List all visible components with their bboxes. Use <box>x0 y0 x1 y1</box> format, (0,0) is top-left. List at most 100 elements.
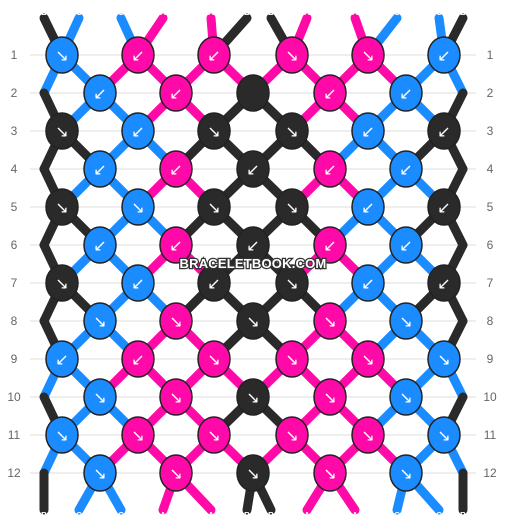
row-label-left: 2 <box>11 86 18 100</box>
knot-arrow-icon: ↘ <box>323 312 336 331</box>
knot-arrow-icon: ↘ <box>399 464 412 483</box>
knot: ↘ <box>389 302 423 340</box>
row-label-right: 10 <box>483 390 497 404</box>
knot: ↙ <box>351 264 385 302</box>
knot-arrow-icon: ↘ <box>399 312 412 331</box>
knot-arrow-icon: ↘ <box>169 388 182 407</box>
knot-oval <box>236 226 270 264</box>
knot-oval <box>275 188 309 226</box>
knot-oval <box>313 226 347 264</box>
knot: ↘ <box>313 454 347 492</box>
knot: ↘ <box>197 416 231 454</box>
row-label-left: 9 <box>11 352 18 366</box>
knot-oval <box>389 454 423 492</box>
knot-arrow-icon: ↘ <box>131 198 144 217</box>
knot-arrow-icon: ↘ <box>285 46 298 65</box>
knot: ↙ <box>159 74 193 112</box>
knot-arrow-icon: ↘ <box>207 426 220 445</box>
strand-label-bottom: C <box>76 511 82 520</box>
knot: ↙ <box>236 226 270 264</box>
knot: ↙ <box>351 112 385 150</box>
knot-arrow-icon: ↙ <box>207 46 220 65</box>
row-label-left: 10 <box>7 390 21 404</box>
knot-arrow-icon: ↘ <box>285 426 298 445</box>
knot-oval <box>389 302 423 340</box>
knot: ↘ <box>427 340 461 378</box>
strand-label-bottom: A <box>352 511 358 520</box>
knot-oval <box>313 302 347 340</box>
knot-oval <box>389 226 423 264</box>
strand-label-bottom: C <box>436 511 442 520</box>
knot: ↘ <box>83 302 117 340</box>
knot-arrow-icon: ↙ <box>437 122 450 141</box>
knot-arrow-icon: ↙ <box>246 160 259 179</box>
knot: ↘ <box>275 188 309 226</box>
knot: ↙ <box>197 264 231 302</box>
knot-arrow-icon: ↘ <box>169 312 182 331</box>
strand-label-bottom: B <box>460 511 466 520</box>
row-label-right: 1 <box>487 48 494 62</box>
knot-oval <box>197 112 231 150</box>
knot-arrow-icon: ↘ <box>55 46 68 65</box>
knot-oval <box>236 150 270 188</box>
knot: ↘ <box>121 188 155 226</box>
knot-oval <box>351 36 385 74</box>
knot: ↙ <box>389 226 423 264</box>
knot: ↘ <box>389 454 423 492</box>
knot-oval <box>197 36 231 74</box>
knot-arrow-icon: ↘ <box>169 464 182 483</box>
knot-oval <box>121 264 155 302</box>
strand-label-bottom: C <box>394 511 400 520</box>
knot-arrow-icon: ↙ <box>361 198 374 217</box>
knot-arrow-icon: ↘ <box>55 274 68 293</box>
knot-arrow-icon: ↙ <box>361 122 374 141</box>
row-label-right: 7 <box>487 276 494 290</box>
strand-label-top: B <box>268 8 274 17</box>
knot: ↙ <box>427 112 461 150</box>
knot: ↘ <box>83 454 117 492</box>
watermark: BRACELETBOOK.COM <box>180 256 327 271</box>
strand-label-bottom: A <box>208 511 214 520</box>
knot: ↘ <box>275 264 309 302</box>
knot-oval <box>275 340 309 378</box>
knot-arrow-icon: ↙ <box>207 274 220 293</box>
knot-oval <box>389 378 423 416</box>
knot: ↘ <box>159 454 193 492</box>
knot-oval <box>236 74 270 112</box>
knot-oval <box>427 36 461 74</box>
knot: ↙ <box>389 150 423 188</box>
knot-arrow-icon: ↘ <box>437 426 450 445</box>
knot: ↙ <box>121 112 155 150</box>
knot: ↙ <box>427 264 461 302</box>
knot-arrow-icon: ↘ <box>93 388 106 407</box>
row-label-left: 1 <box>11 48 18 62</box>
knot-oval <box>159 454 193 492</box>
row-label-right: 8 <box>487 314 494 328</box>
knot: ↘ <box>275 340 309 378</box>
knot: ↘ <box>45 416 79 454</box>
knot-oval <box>83 378 117 416</box>
strand-label-top: A <box>304 8 310 17</box>
knot: ↙ <box>121 340 155 378</box>
knot: ↘ <box>83 378 117 416</box>
knot-oval <box>427 264 461 302</box>
knot-oval <box>121 188 155 226</box>
knot: ↘ <box>45 36 79 74</box>
row-label-left: 6 <box>11 238 18 252</box>
knot: ↘ <box>351 36 385 74</box>
knot-arrow-icon: ↙ <box>131 122 144 141</box>
knot: ↙ <box>313 150 347 188</box>
knot: ↙ <box>121 264 155 302</box>
knot <box>236 74 270 112</box>
knot-oval <box>427 112 461 150</box>
knot-oval <box>159 226 193 264</box>
row-label-left: 7 <box>11 276 18 290</box>
knot-arrow-icon: ↙ <box>323 84 336 103</box>
knot-oval <box>83 74 117 112</box>
knot-arrow-icon: ↙ <box>131 350 144 369</box>
knot-arrow-icon: ↘ <box>55 426 68 445</box>
knot-oval <box>236 378 270 416</box>
row-label-left: 11 <box>8 428 21 442</box>
knot: ↘ <box>351 340 385 378</box>
knot: ↙ <box>427 36 461 74</box>
